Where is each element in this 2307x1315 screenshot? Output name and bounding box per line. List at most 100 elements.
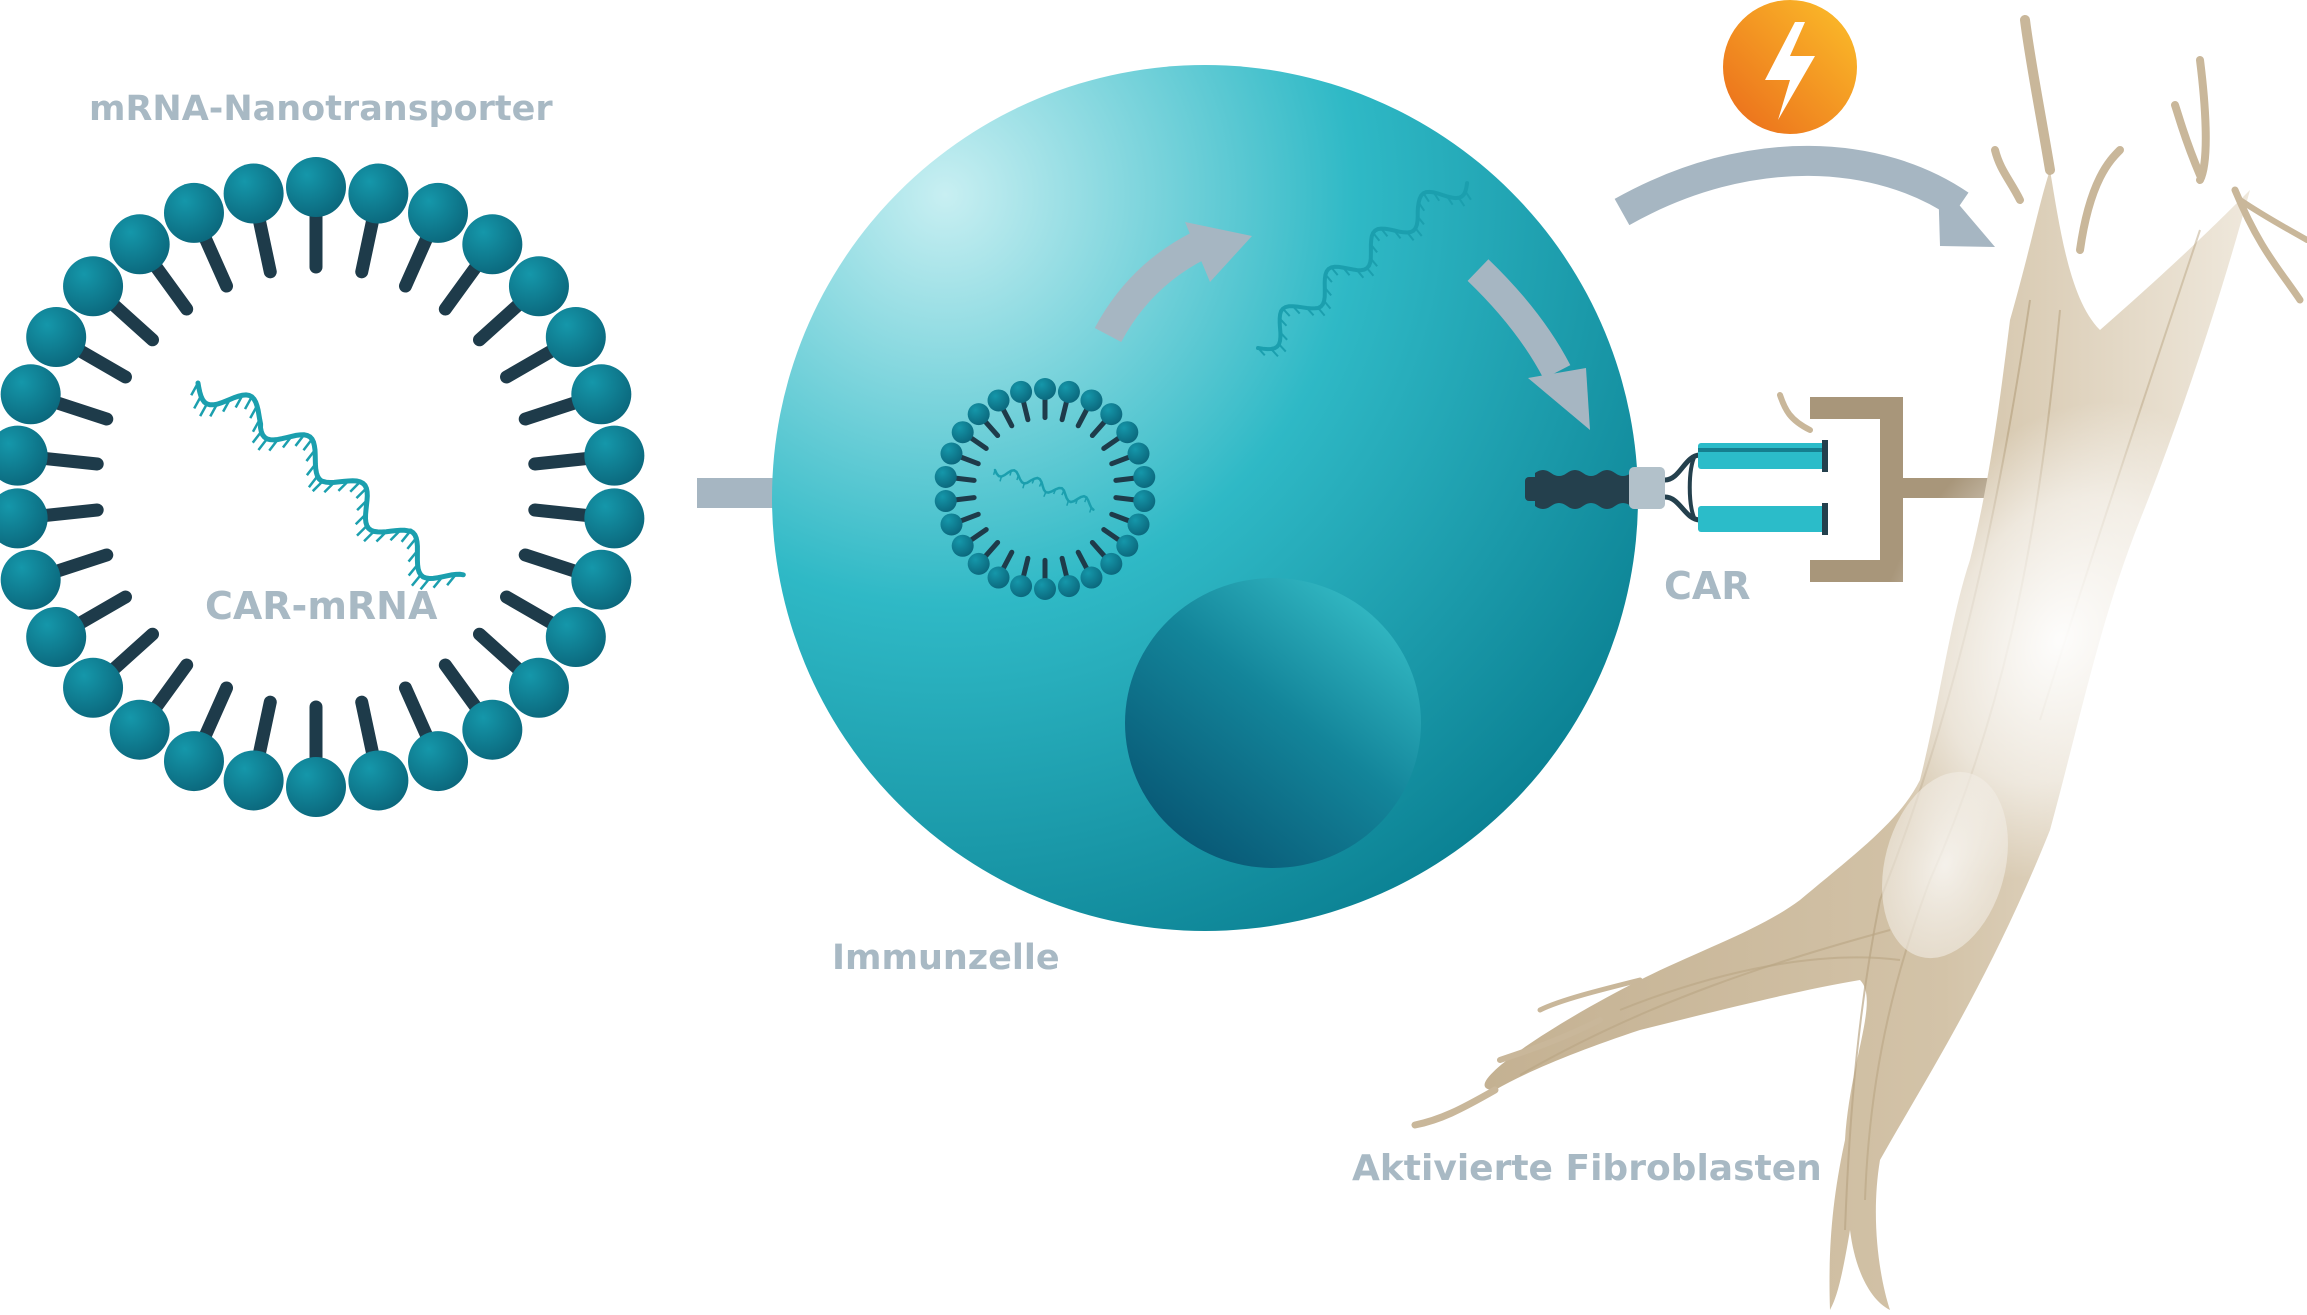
mrna-base bbox=[311, 480, 324, 493]
mrna-base bbox=[1043, 491, 1047, 498]
mrna-base bbox=[209, 403, 219, 418]
mrna-base bbox=[1370, 243, 1378, 253]
lipid-head bbox=[1034, 378, 1056, 400]
lipid-head bbox=[63, 256, 124, 317]
mrna-base bbox=[999, 476, 1003, 482]
mrna-base bbox=[1366, 267, 1375, 277]
lipid-head bbox=[1010, 575, 1033, 598]
lipid-head bbox=[1133, 465, 1156, 488]
lipid-head bbox=[348, 750, 409, 811]
car-label: CAR bbox=[1664, 564, 1751, 608]
mrna-base bbox=[305, 449, 316, 462]
lipid-head bbox=[967, 403, 990, 426]
mrna-base bbox=[1323, 300, 1332, 310]
mrna-base bbox=[1075, 498, 1079, 505]
mrna-base bbox=[1279, 331, 1288, 341]
lipid-head bbox=[584, 488, 645, 549]
lipid-head bbox=[934, 465, 957, 488]
mrna-base bbox=[1278, 317, 1288, 327]
mrna-base bbox=[249, 405, 259, 419]
lipid-head bbox=[940, 513, 963, 536]
lipid-head bbox=[508, 256, 569, 317]
mrna-base bbox=[1257, 347, 1266, 357]
mrna-base bbox=[1031, 478, 1035, 484]
translation-arrow bbox=[1467, 259, 1590, 430]
mrna-base bbox=[1414, 227, 1423, 237]
lipid-head bbox=[545, 307, 606, 367]
lipid-head bbox=[1080, 566, 1103, 589]
mrna-base bbox=[281, 435, 293, 449]
mrna-base bbox=[1458, 197, 1466, 207]
mrna-base bbox=[190, 382, 200, 396]
lipid-head bbox=[26, 307, 87, 367]
mrna-base bbox=[234, 394, 244, 409]
lipid-head bbox=[571, 549, 632, 610]
mrna-base bbox=[302, 438, 314, 451]
lipid-head bbox=[286, 157, 346, 217]
lipid-head bbox=[223, 163, 284, 224]
mrna-base bbox=[1380, 227, 1389, 238]
lipid-head bbox=[163, 731, 224, 792]
mrna-base bbox=[992, 469, 996, 476]
lipid-head bbox=[1127, 442, 1150, 465]
mrna-base bbox=[1330, 266, 1339, 276]
mrna-base bbox=[1038, 481, 1043, 487]
mrna-base bbox=[1324, 287, 1332, 297]
mrna-base bbox=[1278, 343, 1287, 353]
mrna-base bbox=[1393, 229, 1402, 239]
mrna-base bbox=[419, 577, 431, 591]
lipid-head bbox=[987, 566, 1010, 589]
mrna-base bbox=[432, 576, 444, 589]
mrna-base bbox=[268, 438, 279, 452]
mrna-base bbox=[1370, 257, 1378, 267]
mrna-base bbox=[1416, 215, 1425, 226]
mrna-base bbox=[1324, 273, 1333, 283]
internalized-mrna bbox=[992, 468, 1095, 513]
mrna-base bbox=[389, 529, 402, 542]
mrna-backbone bbox=[993, 468, 1095, 511]
nanotransporter-label: mRNA-Nanotransporter bbox=[89, 89, 553, 129]
lipid-head bbox=[1080, 389, 1103, 412]
mrna-base bbox=[1066, 500, 1070, 506]
mrna-base bbox=[305, 463, 317, 476]
lipid-head bbox=[63, 657, 124, 718]
mrna-base bbox=[1009, 470, 1013, 476]
immune-cell bbox=[772, 65, 1638, 931]
mrna-base bbox=[1342, 266, 1351, 276]
car-receptor bbox=[1525, 397, 2003, 582]
mrna-base bbox=[1317, 307, 1326, 317]
mrna-base bbox=[1270, 348, 1279, 358]
cell-nucleus bbox=[1125, 578, 1421, 868]
lipid-head bbox=[1116, 534, 1139, 557]
mrna-base bbox=[1016, 475, 1020, 481]
lipid-head bbox=[545, 607, 606, 667]
mrna-base bbox=[1417, 201, 1426, 212]
mrna-base bbox=[1406, 231, 1415, 241]
lipid-head bbox=[26, 607, 87, 667]
mrna-base bbox=[363, 530, 375, 543]
lipid-head bbox=[0, 488, 48, 549]
mrna-base bbox=[375, 530, 388, 543]
lipid-head bbox=[0, 425, 48, 486]
lipid-head bbox=[951, 421, 974, 444]
mrna-base bbox=[356, 524, 368, 537]
lipid-head bbox=[462, 214, 523, 275]
mrna-base bbox=[354, 513, 367, 526]
lipid-head bbox=[967, 552, 990, 575]
mrna-base bbox=[222, 398, 231, 413]
mrna-nanotransporter bbox=[0, 157, 645, 817]
lipid-head bbox=[223, 750, 284, 811]
lipid-head bbox=[508, 657, 569, 718]
lipid-head bbox=[571, 364, 632, 425]
mrna-base bbox=[294, 434, 305, 447]
mrna-base bbox=[446, 573, 457, 586]
mrna-base bbox=[337, 480, 350, 492]
lipid-head bbox=[408, 731, 469, 792]
mrna-base bbox=[1084, 497, 1088, 503]
mrna-base bbox=[1292, 305, 1301, 315]
lipid-head bbox=[163, 182, 224, 243]
mrna-base bbox=[1432, 191, 1441, 202]
lipid-head bbox=[109, 214, 170, 275]
mrna-base bbox=[243, 396, 253, 410]
mrna-base bbox=[1022, 483, 1025, 489]
